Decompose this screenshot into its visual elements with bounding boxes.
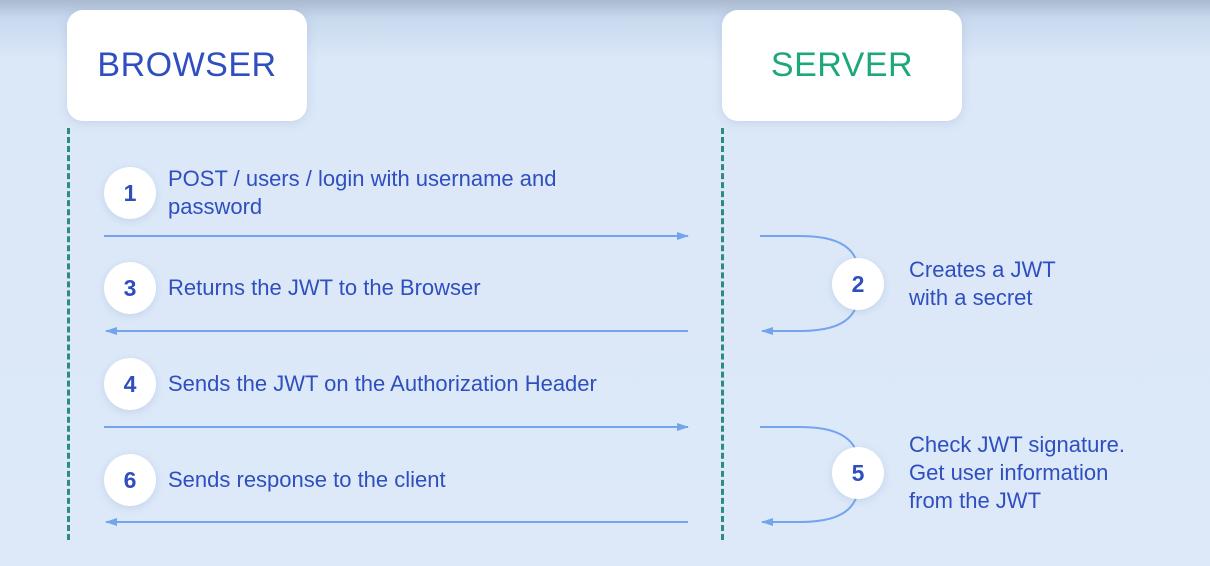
browser-title: BROWSER	[97, 46, 277, 84]
step-number-badge: 4	[104, 358, 156, 410]
step-2-line-2: with a secret	[909, 285, 1033, 310]
step-number: 5	[851, 459, 865, 486]
step-1-line-2: password	[168, 194, 263, 219]
step-number: 2	[851, 270, 865, 297]
step-number-badge: 6	[104, 454, 156, 506]
step-5: 5 Check JWT signature. Get user informat…	[832, 431, 1125, 515]
step-6: 6 Sends response to the client	[104, 454, 446, 506]
step-2-line-1: Creates a JWT	[909, 257, 1056, 282]
step-4: 4 Sends the JWT on the Authorization Hea…	[104, 358, 597, 410]
step-4-text: Sends the JWT on the Authorization Heade…	[168, 371, 597, 396]
step-5-text: Check JWT signature. Get user informatio…	[909, 431, 1125, 515]
server-header: SERVER	[722, 10, 962, 121]
step-number: 4	[123, 370, 137, 397]
browser-header: BROWSER	[67, 10, 307, 121]
step-number-badge: 5	[832, 447, 884, 499]
step-number-badge: 3	[104, 262, 156, 314]
step-2: 2 Creates a JWT with a secret	[832, 256, 1056, 312]
step-3-text: Returns the JWT to the Browser	[168, 275, 481, 300]
step-number: 1	[123, 179, 137, 206]
browser-lifeline	[67, 128, 70, 540]
step-2-text: Creates a JWT with a secret	[909, 256, 1056, 312]
step-1: 1 POST / users / login with username and…	[104, 165, 638, 221]
step-1-text: POST / users / login with username and p…	[168, 165, 638, 221]
step-5-line-2: Get user information	[909, 460, 1109, 485]
step-3: 3 Returns the JWT to the Browser	[104, 262, 481, 314]
step-number-badge: 2	[832, 258, 884, 310]
step-5-line-1: Check JWT signature.	[909, 432, 1126, 457]
server-title: SERVER	[770, 46, 914, 84]
step-5-line-3: from the JWT	[909, 488, 1042, 513]
step-number-badge: 1	[104, 167, 156, 219]
server-lifeline	[721, 128, 724, 540]
step-1-line-1: POST / users / login with username and	[168, 166, 557, 191]
step-number: 6	[123, 466, 137, 493]
step-6-text: Sends response to the client	[168, 467, 446, 492]
step-number: 3	[123, 274, 137, 301]
